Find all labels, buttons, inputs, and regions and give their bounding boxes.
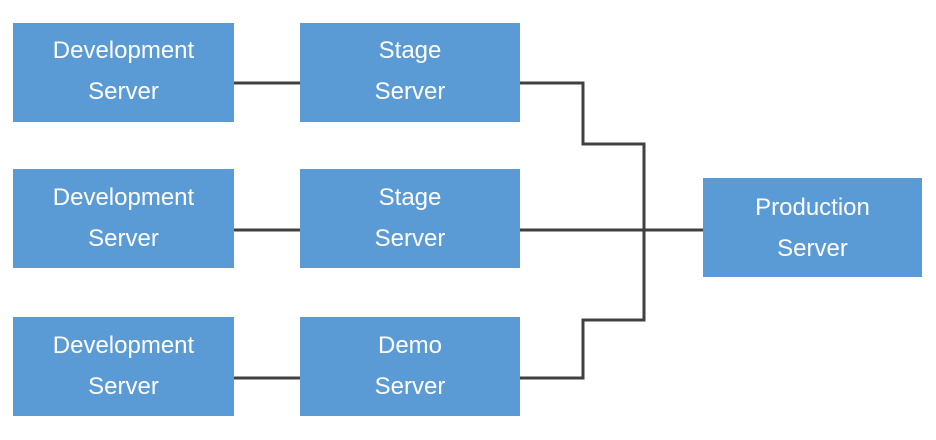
- dev-server-box-3: Development Server: [13, 317, 234, 416]
- edge-demo1-production: [520, 230, 646, 380]
- demo-server-box-line2: Server: [375, 373, 446, 400]
- dev-server-box-2-line2: Server: [88, 225, 159, 252]
- demo-server-box-line1: Demo: [378, 332, 442, 359]
- stage-server-box-2-line1: Stage: [379, 184, 442, 211]
- dev-server-box-3-line1: Development: [53, 332, 195, 359]
- dev-server-box-1: Development Server: [13, 23, 234, 122]
- production-server-box-line2: Server: [777, 235, 848, 262]
- stage-server-box-2-line2: Server: [375, 225, 446, 252]
- connectors: [234, 81, 703, 380]
- production-server-box: Production Server: [703, 178, 922, 277]
- dev-server-box-3-line2: Server: [88, 373, 159, 400]
- stage-server-box-2: Stage Server: [300, 169, 520, 268]
- dev-server-box-1-line1: Development: [53, 37, 195, 64]
- stage-server-box-1: Stage Server: [300, 23, 520, 122]
- dev-server-box-2: Development Server: [13, 169, 234, 268]
- dev-server-box-1-line2: Server: [88, 78, 159, 105]
- demo-server-box: Demo Server: [300, 317, 520, 416]
- edge-stage1-production: [520, 81, 703, 232]
- stage-server-box-1-line1: Stage: [379, 37, 442, 64]
- stage-server-box-1-line2: Server: [375, 78, 446, 105]
- dev-server-box-2-line1: Development: [53, 184, 195, 211]
- production-server-box-line1: Production: [755, 194, 870, 221]
